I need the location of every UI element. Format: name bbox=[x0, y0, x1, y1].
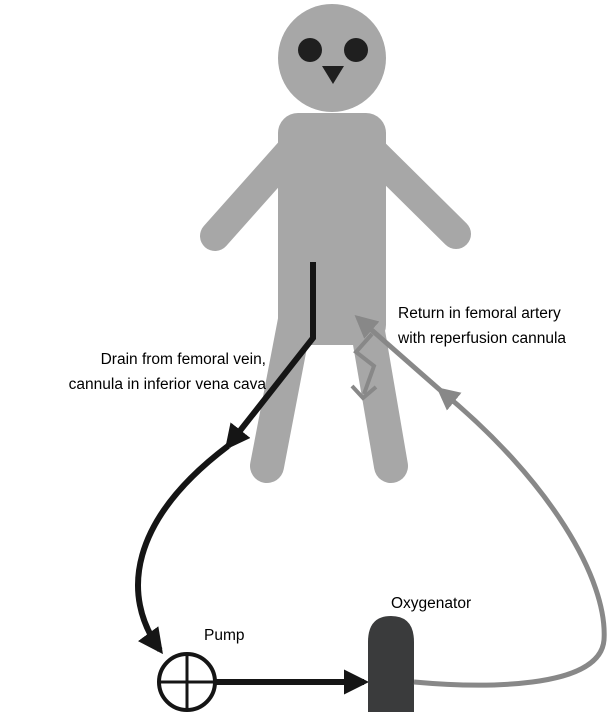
pump-label: Pump bbox=[204, 627, 245, 644]
drain-label-line2: cannula in inferior vena cava bbox=[69, 376, 267, 393]
return-label-line2: with reperfusion cannula bbox=[397, 330, 566, 347]
left-eye bbox=[298, 38, 322, 62]
right-eye bbox=[344, 38, 368, 62]
drain-label-line1: Drain from femoral vein, bbox=[101, 351, 266, 368]
return-tubing-lower bbox=[414, 390, 604, 685]
drain-tubing-to-pump bbox=[138, 446, 228, 650]
return-label-line1: Return in femoral artery bbox=[398, 305, 561, 322]
pump bbox=[159, 654, 215, 710]
patient-head bbox=[278, 4, 386, 112]
patient-figure bbox=[215, 4, 456, 466]
oxygenator bbox=[368, 616, 414, 712]
patient-torso bbox=[278, 113, 386, 345]
oxygenator-label: Oxygenator bbox=[391, 595, 471, 612]
